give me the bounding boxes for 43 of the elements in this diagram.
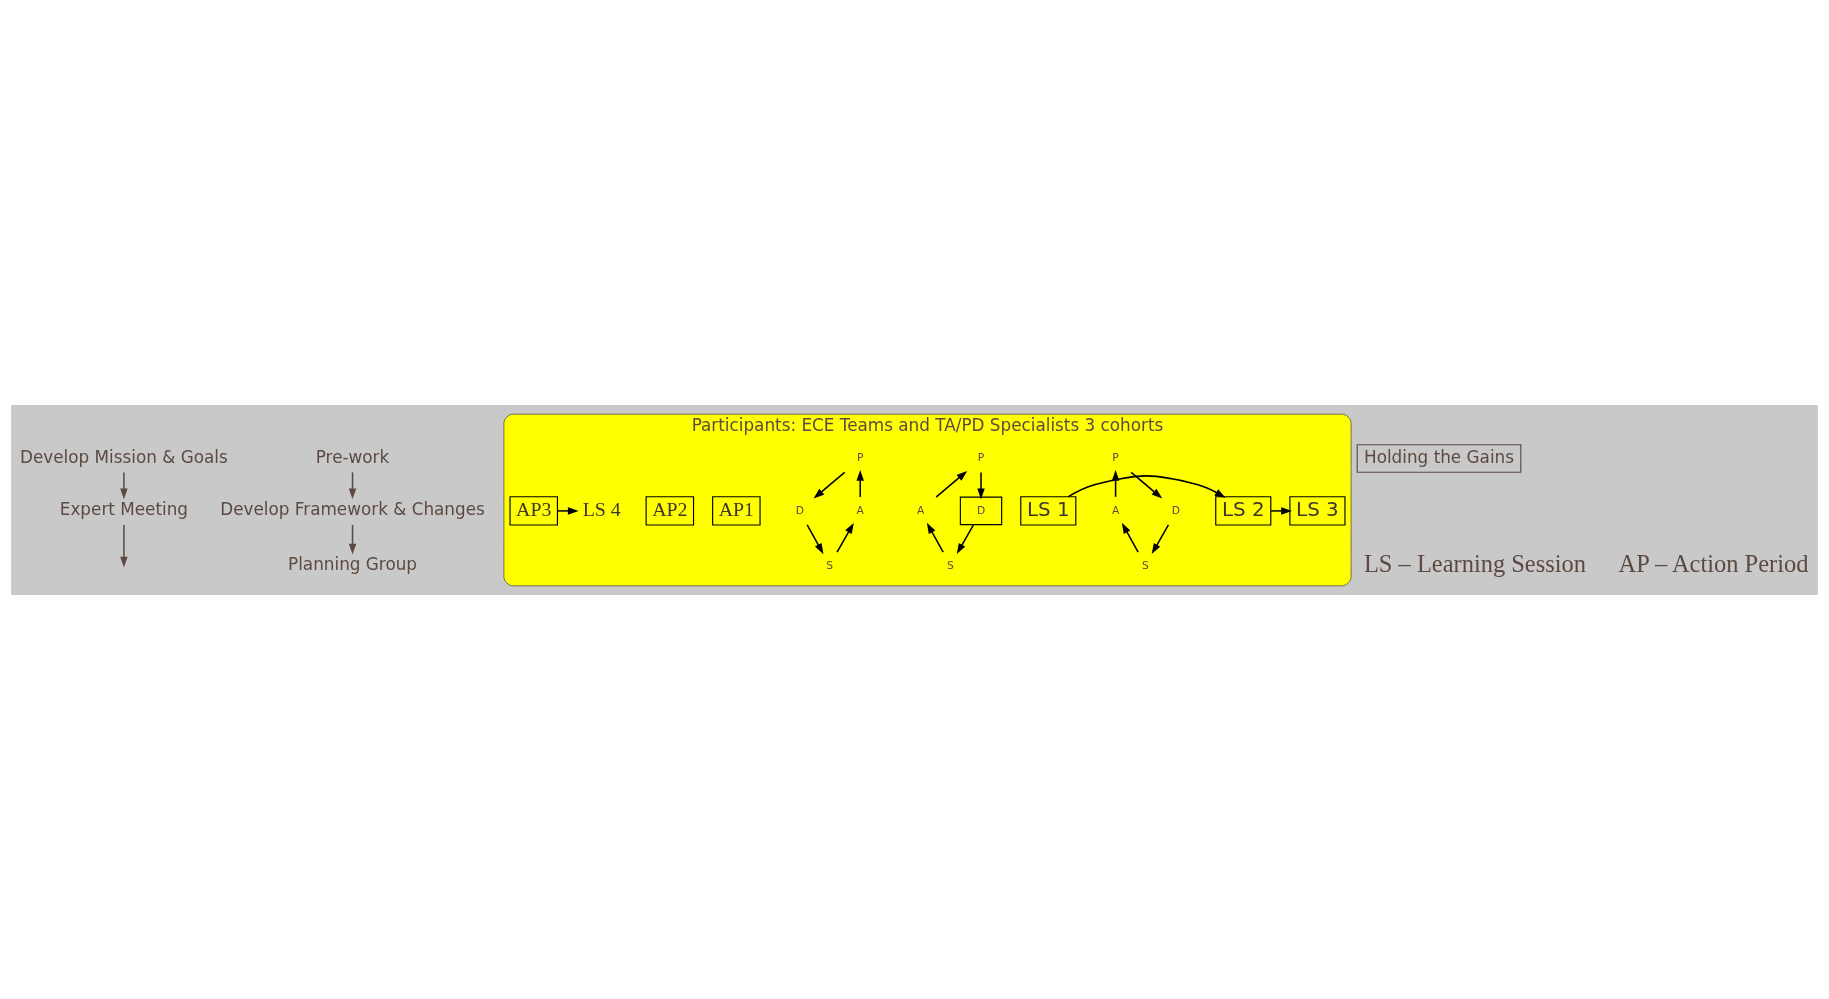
node-box: LS 1: [1020, 495, 1077, 526]
arrow: [556, 506, 579, 515]
node-text: Develop Mission & Goals: [20, 446, 228, 467]
node-box: LS 3: [1289, 495, 1346, 526]
node-text: D: [1171, 503, 1181, 517]
arrow: [1151, 523, 1170, 554]
node-text: P: [977, 450, 985, 464]
node-text: A: [1111, 503, 1120, 517]
arrow: [935, 470, 968, 498]
node-text: Develop Framework & Changes: [220, 498, 485, 519]
node-box: Holding the Gains: [1356, 443, 1522, 473]
arrow: [806, 523, 824, 554]
arrow: [120, 523, 128, 567]
arrow: [1130, 471, 1163, 499]
node-text: P: [1112, 450, 1119, 464]
arrow: [1270, 506, 1292, 515]
label: AP – Action Period: [1618, 549, 1809, 577]
arrow: [856, 469, 864, 498]
node-text: LS 4: [582, 497, 621, 520]
node-text: A: [916, 503, 925, 517]
node-text: P: [856, 450, 864, 464]
node-text: Pre-work: [315, 446, 390, 467]
node-text: D: [795, 503, 804, 517]
arrow: [120, 471, 128, 499]
arrow: [977, 471, 985, 499]
node-box: AP1: [712, 495, 761, 526]
node-box: AP2: [645, 495, 695, 526]
node-text: S: [826, 558, 834, 572]
arrow: [836, 522, 854, 553]
node-text: S: [1142, 558, 1149, 572]
node-text: Expert Meeting: [59, 498, 189, 519]
node-box: D: [959, 496, 1003, 525]
node-text: Planning Group: [288, 553, 417, 574]
node-text: S: [947, 558, 954, 572]
arrow: [348, 523, 357, 554]
node-text: A: [856, 503, 864, 517]
node-box: LS 2: [1215, 495, 1272, 526]
arrow: [1121, 522, 1139, 553]
node-box: AP3: [509, 495, 558, 526]
arrow: [926, 522, 944, 553]
arrow: [956, 523, 975, 554]
label: LS – Learning Session: [1363, 549, 1586, 577]
arrow: [813, 471, 846, 499]
